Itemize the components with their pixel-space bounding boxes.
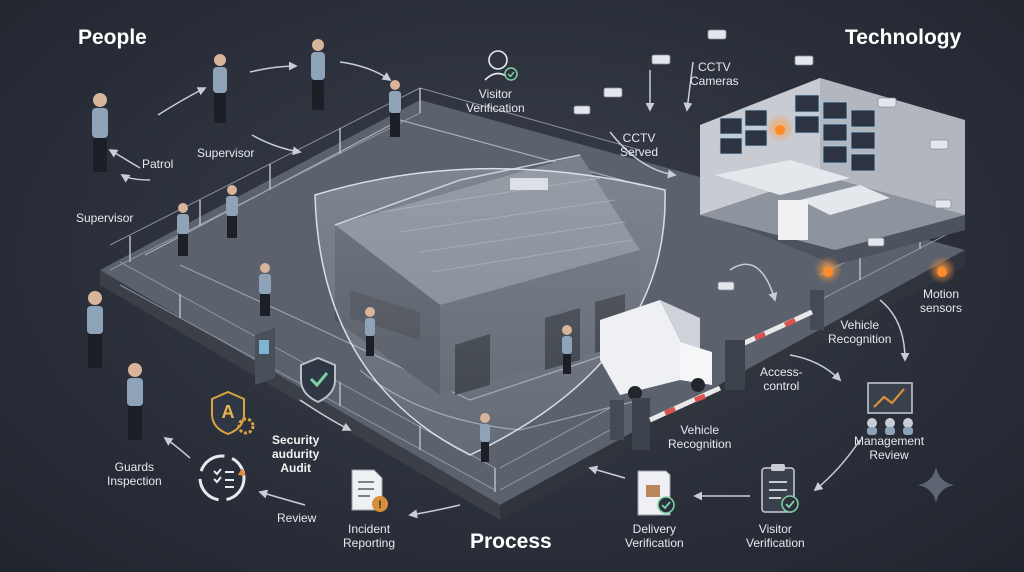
cctv-cameras	[573, 29, 952, 291]
visitor-clipboard-icon	[761, 464, 799, 513]
label-patrol: Patrol	[142, 157, 174, 171]
kiosk-left	[255, 328, 275, 385]
monitoring-room	[700, 78, 965, 265]
label-motion-sensors: Motion sensors	[920, 287, 963, 315]
label-guards-inspection: Guards Inspection	[107, 460, 162, 488]
delivery-truck	[600, 300, 712, 400]
access-gate-center	[610, 385, 722, 450]
label-review: Review	[277, 511, 317, 525]
visitor-verification-icon	[484, 50, 518, 81]
label-security-audit: Security audurity Audit	[272, 433, 320, 475]
label-visitor-verification-top: Visitor Verification	[466, 87, 525, 115]
incident-report-icon: !	[351, 469, 388, 512]
label-supervisor-left: Supervisor	[76, 211, 134, 225]
label-vehicle-recognition-center: Vehicle Recognition	[668, 423, 732, 451]
label-vehicle-recognition-right: Vehicle Recognition	[828, 318, 892, 346]
heading-technology: Technology	[845, 26, 962, 49]
management-review-icon	[867, 382, 913, 435]
label-visitor-verification-bottom: Visitor Verification	[746, 522, 805, 550]
label-delivery-verification: Delivery Verification	[625, 522, 684, 550]
access-gate-right	[725, 290, 824, 390]
heading-process: Process	[470, 530, 552, 553]
delivery-verification-icon	[637, 470, 675, 516]
label-supervisor-top: Supervisor	[197, 146, 255, 160]
flow-arrows	[108, 61, 910, 519]
perimeter-fence	[109, 87, 966, 491]
label-cctv-cameras: CCTV Cameras	[690, 60, 739, 88]
inspection-cycle-icon	[198, 454, 246, 502]
guards	[87, 39, 572, 462]
shield-check-icon	[300, 356, 336, 404]
heading-people: People	[78, 26, 147, 49]
alarm-beacons	[814, 256, 956, 284]
svg-text:A: A	[222, 402, 235, 422]
label-incident-reporting: Incident Reporting	[343, 522, 396, 550]
security-audit-icon: A	[211, 390, 255, 436]
svg-text:!: !	[378, 499, 382, 511]
sparkle-icon	[918, 467, 954, 503]
label-cctv-served: CCTV Served	[620, 131, 659, 159]
label-management-review: Management Review	[854, 434, 925, 462]
label-access-control: Access- control	[760, 365, 803, 393]
